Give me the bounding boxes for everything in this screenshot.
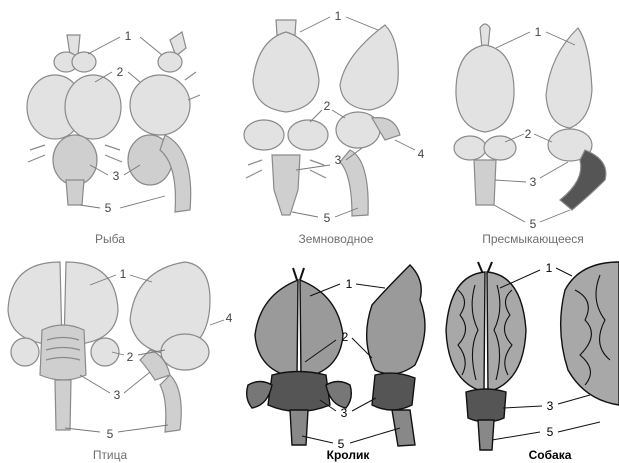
rabbit-label-1: 1 — [346, 277, 353, 291]
amphibian-label-4: 4 — [418, 147, 425, 161]
amphibian-label-2: 2 — [324, 99, 331, 113]
rabbit-label-2: 2 — [342, 330, 349, 344]
fish-brain-lateral — [128, 32, 200, 212]
caption-bird: Птица — [93, 448, 127, 462]
caption-reptile: Пресмыкающееся — [482, 232, 584, 246]
caption-fish: Рыба — [95, 232, 125, 246]
reptile-label-3: 3 — [530, 175, 537, 189]
dog-brain-lateral — [561, 262, 619, 405]
bird-label-3: 3 — [114, 388, 121, 402]
fish-label-3: 3 — [113, 169, 120, 183]
caption-dog: Собака — [529, 448, 572, 462]
rabbit-brain-lateral — [367, 265, 425, 446]
dog-brain-dorsal — [446, 262, 526, 450]
reptile-label-2: 2 — [525, 127, 532, 141]
amphibian-brain-dorsal — [244, 20, 328, 215]
rabbit-brain-dorsal — [247, 268, 352, 445]
reptile-brain-lateral — [546, 28, 606, 210]
amphibian-label-3: 3 — [335, 153, 342, 167]
amphibian-label-5: 5 — [324, 211, 331, 225]
bird-brain-dorsal — [8, 262, 119, 430]
amphibian-label-1: 1 — [335, 9, 342, 23]
fish-label-5: 5 — [105, 201, 112, 215]
bird-label-4: 4 — [226, 311, 233, 325]
rabbit-label-3: 3 — [341, 406, 348, 420]
bird-label-2: 2 — [127, 350, 134, 364]
reptile-label-5: 5 — [530, 217, 537, 231]
bird-brain-lateral — [130, 262, 210, 432]
caption-amphibian: Земноводное — [298, 232, 373, 246]
reptile-label-1: 1 — [535, 25, 542, 39]
bird-label-1: 1 — [120, 267, 127, 281]
fish-label-2: 2 — [117, 65, 124, 79]
dog-label-5: 5 — [547, 425, 554, 439]
dog-label-3: 3 — [547, 399, 554, 413]
amphibian-brain-lateral — [336, 25, 400, 216]
dog-label-1: 1 — [546, 261, 553, 275]
caption-rabbit: Кролик — [327, 448, 370, 462]
fish-label-1: 1 — [125, 29, 132, 43]
reptile-brain-dorsal — [454, 24, 516, 205]
bird-label-5: 5 — [107, 427, 114, 441]
fish-brain-dorsal — [27, 35, 122, 205]
